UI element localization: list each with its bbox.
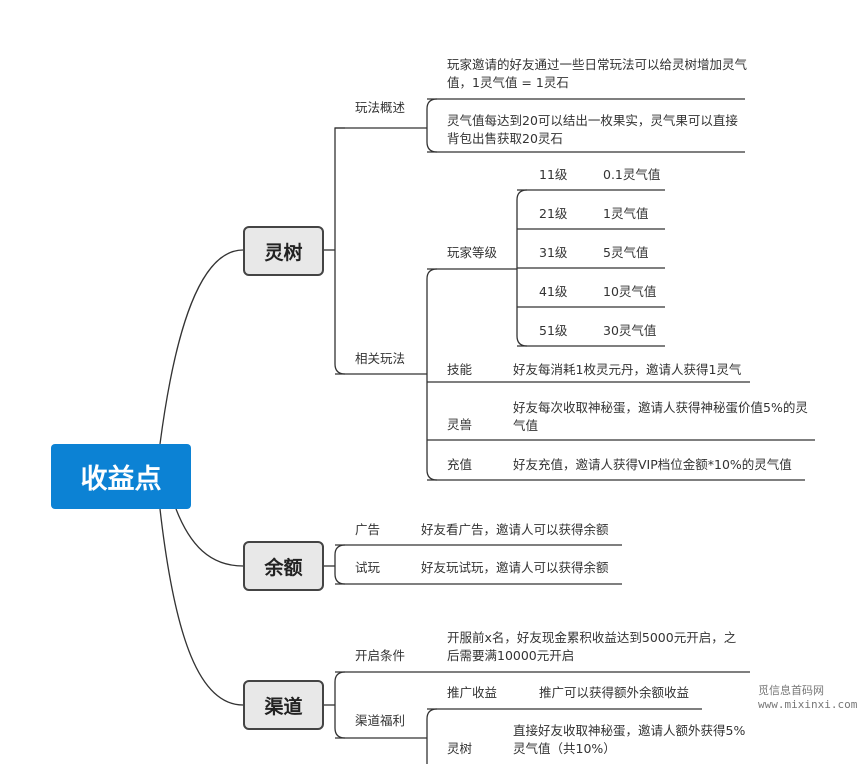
overview-item-1: 玩家邀请的好友通过一些日常玩法可以给灵树增加灵气值，1灵气值 = 1灵石 [447, 57, 748, 90]
trial-desc: 好友玩试玩，邀请人可以获得余额 [421, 560, 609, 575]
node-welfare-tree[interactable]: 灵树 [447, 741, 473, 756]
ad-desc: 好友看广告，邀请人可以获得余额 [421, 522, 609, 537]
welfare-tree-desc: 直接好友收取神秘蛋，邀请人额外获得5%灵气值（共10%） [513, 723, 746, 756]
level-label: 51级 [539, 323, 568, 338]
level-value: 5灵气值 [603, 245, 649, 260]
node-open-condition[interactable]: 开启条件 [355, 648, 406, 663]
node-related[interactable]: 相关玩法 [355, 351, 406, 366]
overview-item-2: 灵气值每达到20可以结出一枚果实，灵气果可以直接背包出售获取20灵石 [447, 113, 738, 146]
node-recharge[interactable]: 充值 [447, 457, 473, 472]
level-value: 1灵气值 [603, 206, 649, 221]
skill-desc: 好友每消耗1枚灵元丹，邀请人获得1灵气 [513, 362, 742, 377]
node-promo[interactable]: 推广收益 [447, 685, 498, 700]
node-yue[interactable]: 余额 [243, 541, 324, 591]
node-trial[interactable]: 试玩 [355, 560, 381, 575]
node-welfare[interactable]: 渠道福利 [355, 713, 406, 728]
watermark-line2: www.mixinxi.com [758, 698, 858, 711]
level-label: 21级 [539, 206, 568, 221]
node-beast[interactable]: 灵兽 [447, 417, 473, 432]
level-label: 41级 [539, 284, 568, 299]
node-skill[interactable]: 技能 [447, 362, 473, 377]
root-node[interactable]: 收益点 [51, 444, 191, 509]
watermark: 觅信息首码网 www.mixinxi.com [758, 684, 857, 712]
node-qudao[interactable]: 渠道 [243, 680, 324, 730]
beast-desc: 好友每次收取神秘蛋，邀请人获得神秘蛋价值5%的灵气值 [513, 400, 808, 433]
watermark-line1: 觅信息首码网 [758, 684, 824, 697]
promo-desc: 推广可以获得额外余额收益 [539, 685, 690, 700]
node-ad[interactable]: 广告 [355, 522, 381, 537]
node-player-level[interactable]: 玩家等级 [447, 245, 498, 260]
level-value: 10灵气值 [603, 284, 657, 299]
recharge-desc: 好友充值，邀请人获得VIP档位金额*10%的灵气值 [513, 457, 792, 472]
node-lingshu[interactable]: 灵树 [243, 226, 324, 276]
node-overview[interactable]: 玩法概述 [355, 100, 406, 115]
level-value: 0.1灵气值 [603, 167, 661, 182]
level-label: 11级 [539, 167, 568, 182]
level-label: 31级 [539, 245, 568, 260]
open-condition-desc: 开服前x名，好友现金累积收益达到5000元开启，之后需要满10000元开启 [447, 630, 737, 663]
level-value: 30灵气值 [603, 323, 657, 338]
